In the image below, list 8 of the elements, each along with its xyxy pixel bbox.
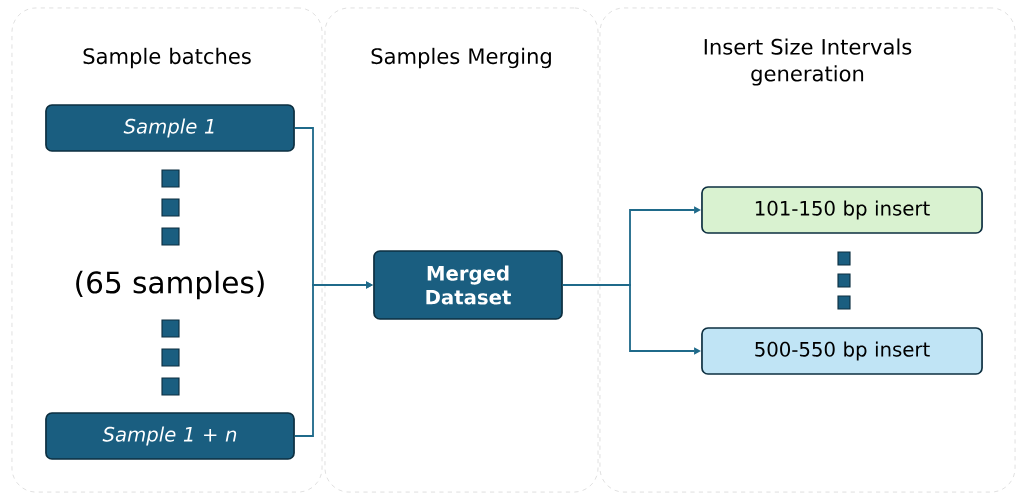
- output-box: 101-150 bp insert: [701, 186, 983, 234]
- count-label: (65 samples): [76, 270, 264, 300]
- sample-box: Sample 1: [45, 104, 295, 152]
- process-box: Merged Dataset: [373, 250, 563, 320]
- arrow: [293, 281, 373, 437]
- output-box: 500-550 bp insert: [701, 327, 983, 375]
- arrow: [561, 284, 701, 355]
- sample-box: Sample 1 + n: [45, 412, 295, 460]
